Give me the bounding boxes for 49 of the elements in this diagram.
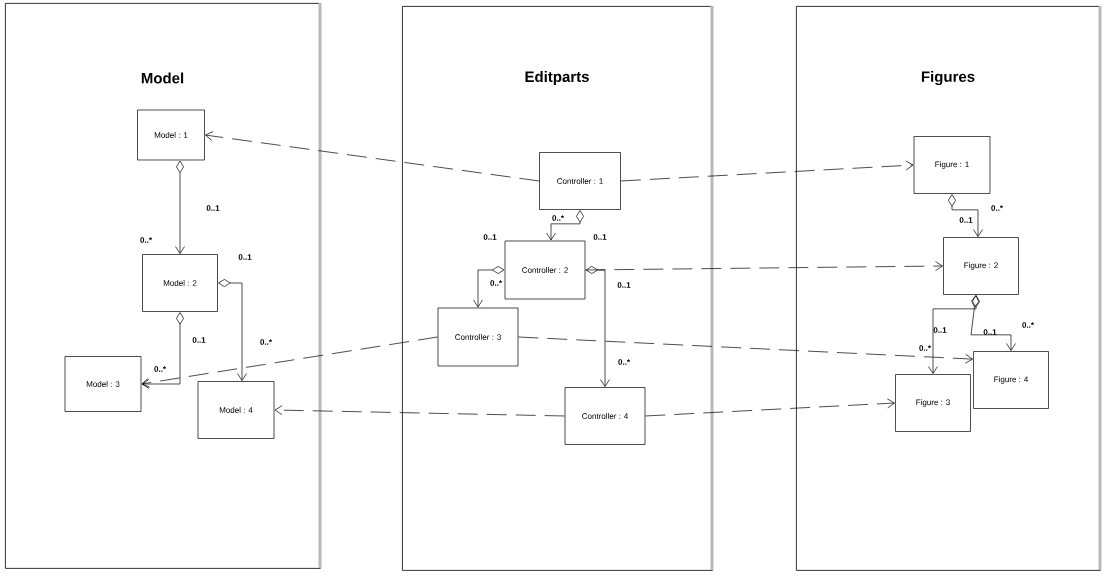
dashed-arrow (274, 405, 565, 417)
dashed-arrow (141, 336, 438, 388)
multiplicity-label: 0..1 (959, 217, 973, 223)
dashed-arrow (518, 336, 973, 364)
multiplicity-label: 0..1 (983, 329, 997, 335)
object-box: Figure : 4 (973, 351, 1049, 409)
aggregation-arrow (948, 194, 983, 237)
object-box: Model : 4 (197, 381, 275, 439)
object-box: Figure : 2 (943, 237, 1019, 295)
dashed-arrow (205, 131, 540, 182)
dashed-arrow (585, 261, 943, 271)
aggregation-arrow (473, 266, 505, 308)
aggregation-arrow (970, 295, 1016, 351)
multiplicity-label: 0..* (618, 359, 630, 365)
dashed-arrow (620, 160, 914, 182)
multiplicity-label: 0..1 (933, 327, 947, 333)
multiplicity-label: 0..1 (238, 254, 252, 260)
multiplicity-label: 0..1 (206, 205, 220, 211)
object-box: Figure : 1 (913, 136, 991, 194)
multiplicity-label: 0..* (991, 205, 1003, 211)
dashed-arrow (645, 398, 895, 417)
object-box: Figure : 3 (895, 374, 971, 432)
aggregation-arrow (218, 279, 247, 381)
aggregation-arrow (141, 312, 184, 389)
object-box: Model : 3 (64, 356, 142, 412)
multiplicity-label: 0..* (490, 280, 502, 286)
multiplicity-label: 0..1 (192, 337, 206, 343)
panel-title: Model (141, 72, 184, 84)
panel-title: Figures (921, 70, 975, 86)
multiplicity-label: 0..1 (483, 234, 497, 240)
multiplicity-label: 0..* (260, 339, 272, 345)
panel-title: Editparts (525, 71, 589, 85)
aggregation-arrow (546, 210, 584, 241)
multiplicity-label: 0..1 (617, 282, 631, 288)
aggregation-arrow (175, 160, 185, 254)
multiplicity-label: 0..* (1022, 322, 1034, 328)
multiplicity-label: 0..* (154, 366, 166, 372)
multiplicity-label: 0..1 (593, 234, 607, 240)
multiplicity-label: 0..* (552, 215, 564, 221)
aggregation-arrow (585, 266, 610, 387)
aggregation-arrow (928, 295, 980, 374)
multiplicity-label: 0..* (140, 237, 152, 243)
object-box: Controller : 1 (539, 152, 621, 210)
object-box: Controller : 4 (564, 387, 646, 445)
multiplicity-label: 0..* (919, 345, 931, 351)
object-box: Model : 1 (137, 109, 205, 161)
object-box: Controller : 3 (437, 307, 519, 367)
object-box: Controller : 2 (504, 240, 586, 300)
object-box: Model : 2 (142, 254, 218, 312)
